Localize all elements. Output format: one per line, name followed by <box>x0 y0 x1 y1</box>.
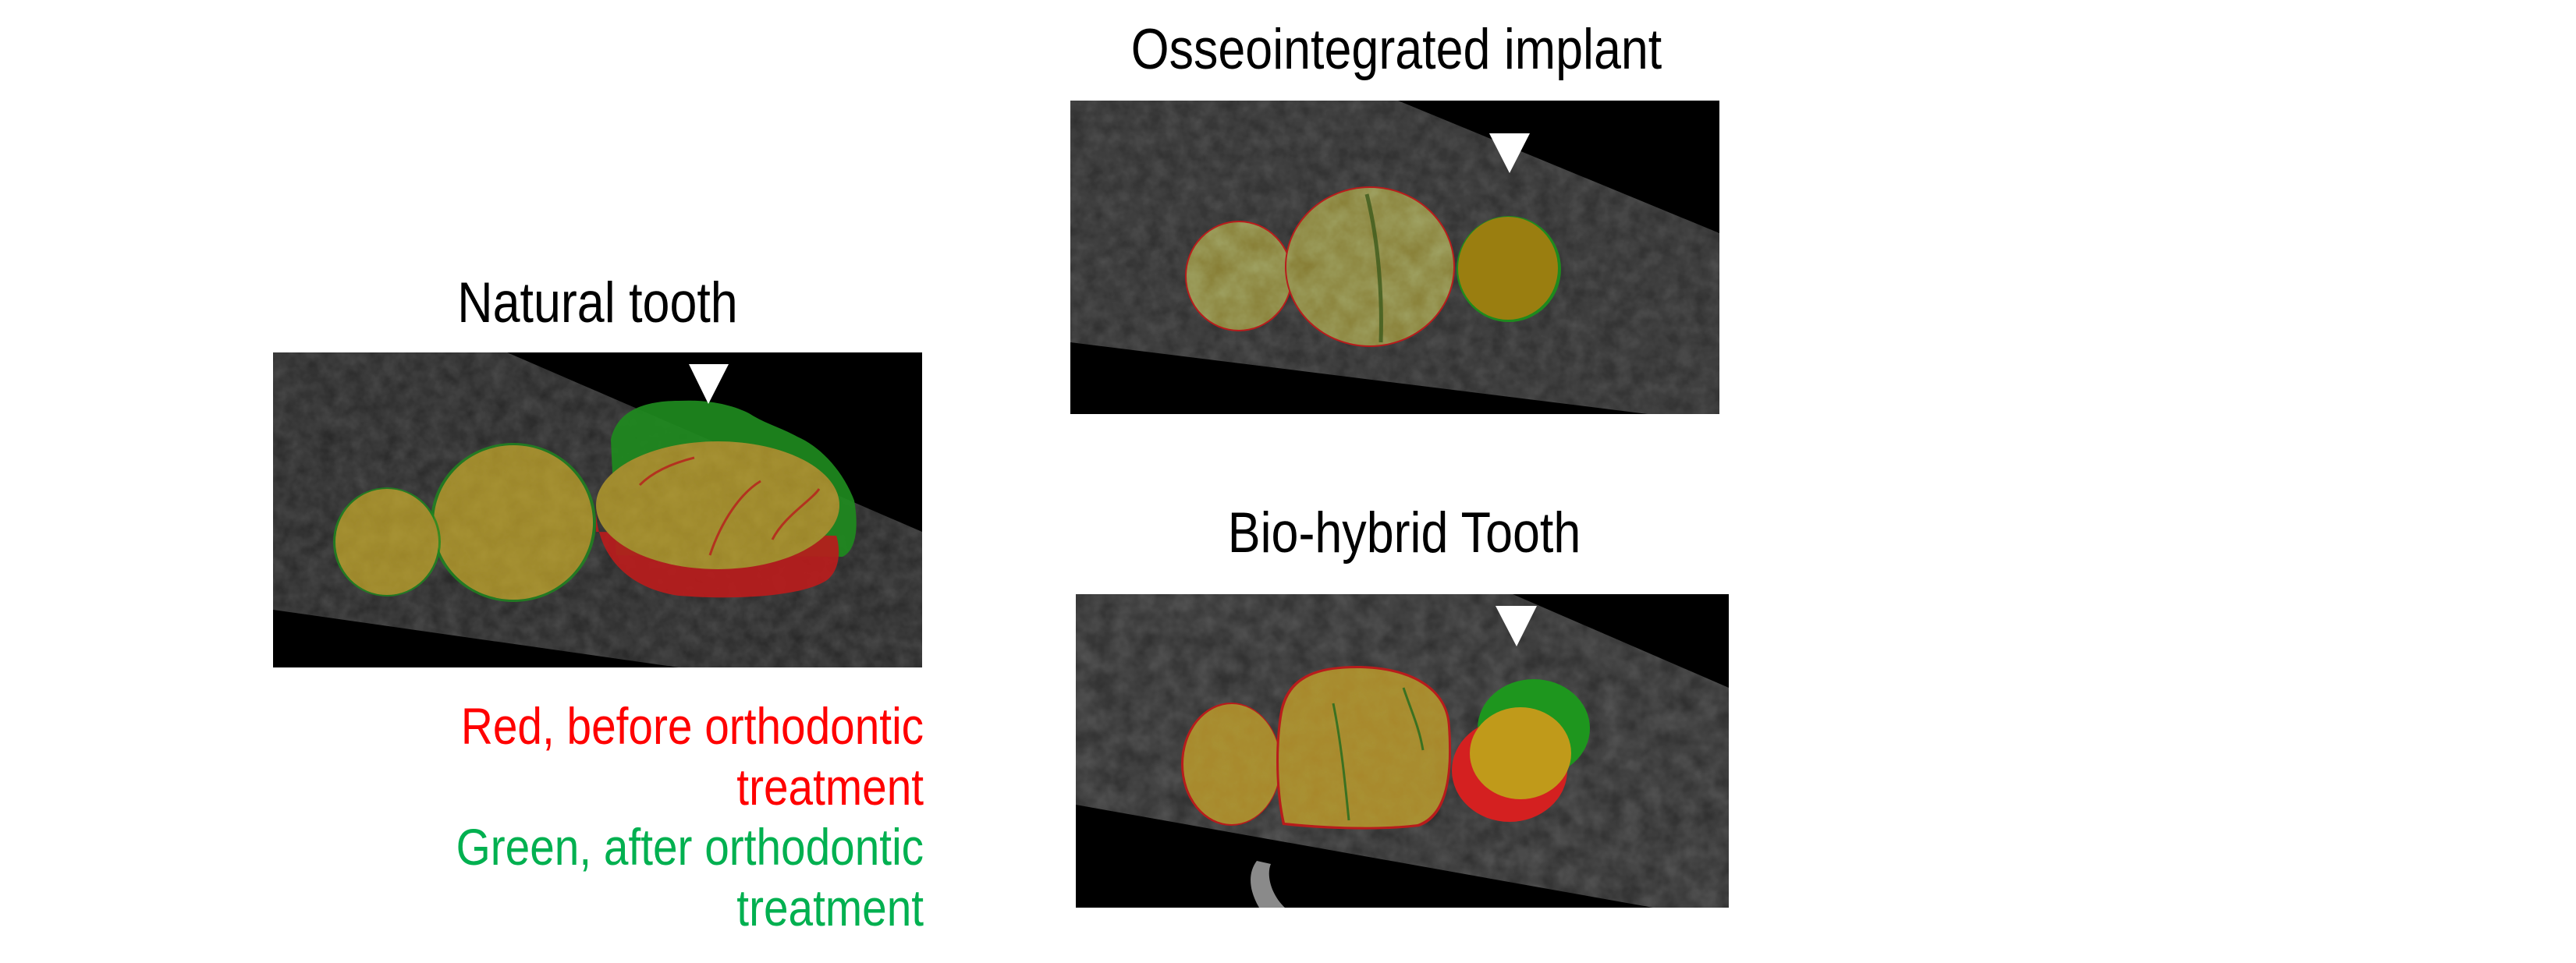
biohybrid-scan <box>1076 594 1729 908</box>
arrowhead-marker <box>1496 606 1537 646</box>
overlap-region <box>1470 707 1571 799</box>
legend-green-line-1: Green, after orthodontic <box>456 818 924 876</box>
biohybrid-image <box>1076 594 1729 908</box>
color-legend: Red, before orthodontic treatment Green,… <box>456 696 924 938</box>
implant-image <box>1070 101 1719 414</box>
bone-fragment <box>1251 861 1285 908</box>
natural-tooth-image <box>273 352 922 667</box>
arrowhead-marker <box>1489 133 1530 173</box>
implant-scan <box>1070 101 1719 414</box>
legend-red-line-2: treatment <box>736 757 924 816</box>
implant-title: Osseointegrated implant <box>1130 18 1662 81</box>
natural-tooth-scan <box>273 352 922 667</box>
biohybrid-title: Bio-hybrid Tooth <box>1227 501 1581 565</box>
legend-red-line-1: Red, before orthodontic <box>460 697 924 755</box>
arrowhead-marker <box>689 364 729 404</box>
implant-overlap <box>1458 217 1558 320</box>
legend-green-line-2: treatment <box>736 878 924 936</box>
natural-tooth-title: Natural tooth <box>457 271 738 335</box>
